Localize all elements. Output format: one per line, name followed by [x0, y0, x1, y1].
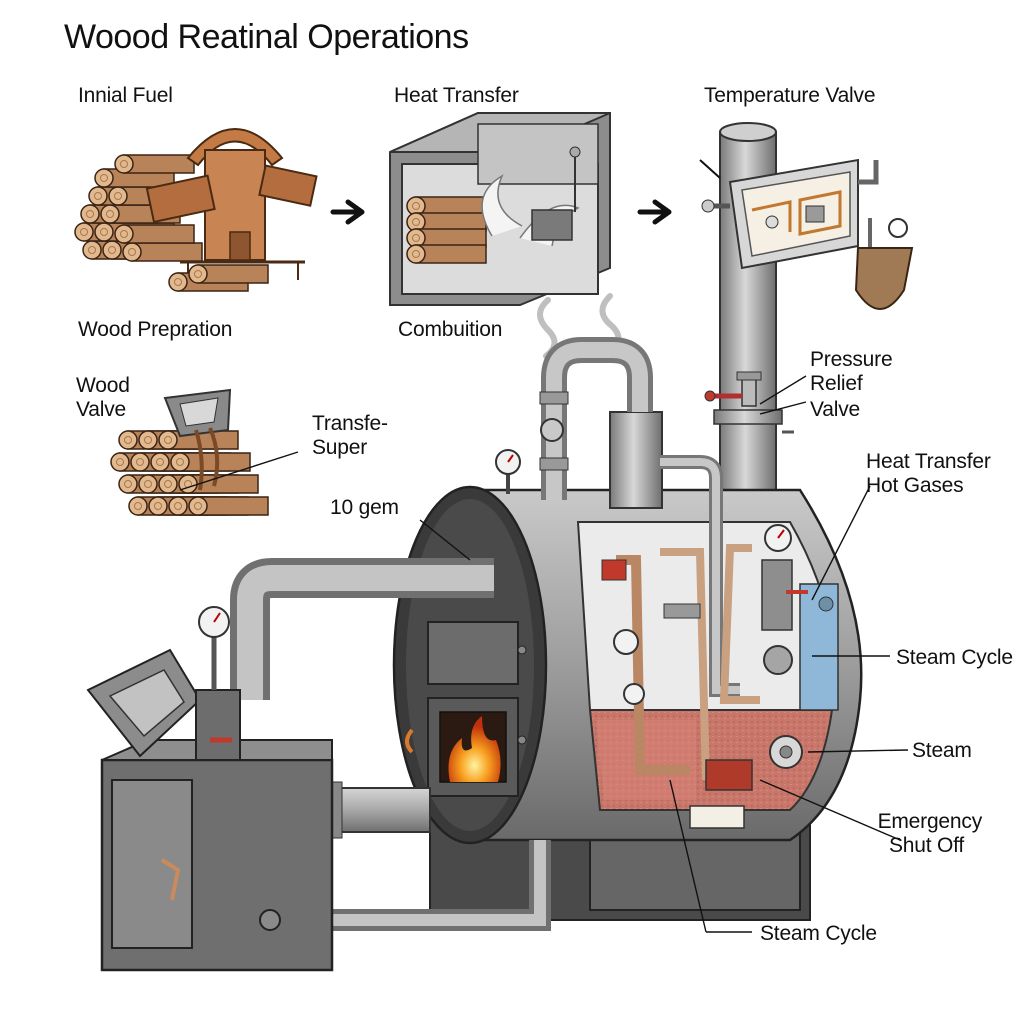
wood-valve-log-pile	[110, 388, 269, 516]
label-pressure-relief-line2: Relief	[810, 372, 863, 395]
pressure-gauge-icon	[495, 449, 521, 494]
label-pressure-relief-line3: Valve	[810, 398, 860, 421]
page-title: Woood Reatinal Operations	[64, 18, 469, 56]
label-wood-valve-line2: Valve	[76, 398, 126, 421]
pressure-relief-valve	[704, 371, 794, 434]
label-heat-transfer-hot-line1: Heat Transfer	[866, 450, 991, 473]
label-steam-cycle-right: Steam Cycle	[896, 646, 1013, 669]
label-wood-preparation: Wood Prepration	[78, 318, 233, 341]
label-transfe-super-line2: Super	[312, 436, 368, 459]
label-steam: Steam	[912, 739, 972, 762]
label-emergency-line2: Shut Off	[888, 834, 964, 857]
temperature-valve-panel	[699, 158, 914, 310]
firebox-door	[405, 621, 527, 797]
label-heat-transfer-hot-line2: Hot Gases	[866, 474, 964, 497]
fuel-feeder	[86, 558, 551, 972]
label-transfe-super-line1: Transfe-	[312, 412, 388, 435]
leader-lines	[179, 375, 909, 933]
label-innial-fuel: Innial Fuel	[78, 84, 173, 107]
arrow-right-icon	[330, 199, 365, 225]
arrow-right-icon	[637, 199, 672, 225]
label-emergency-line1: Emergency	[877, 810, 983, 833]
label-combustion: Combuition	[398, 318, 503, 341]
flame-icon	[448, 716, 501, 782]
combustion-chamber	[389, 112, 611, 306]
label-pressure-relief-line1: Pressure	[810, 348, 893, 371]
chipper-machine	[145, 128, 318, 292]
internal-pipework	[601, 524, 839, 829]
label-temperature-valve: Temperature Valve	[704, 84, 876, 107]
label-steam-cycle-bottom: Steam Cycle	[760, 922, 877, 945]
label-wood-valve-line1: Wood	[76, 374, 130, 397]
label-gem: 10 gem	[330, 496, 399, 519]
label-heat-transfer-top: Heat Transfer	[394, 84, 519, 107]
boiler-piping	[539, 337, 740, 697]
